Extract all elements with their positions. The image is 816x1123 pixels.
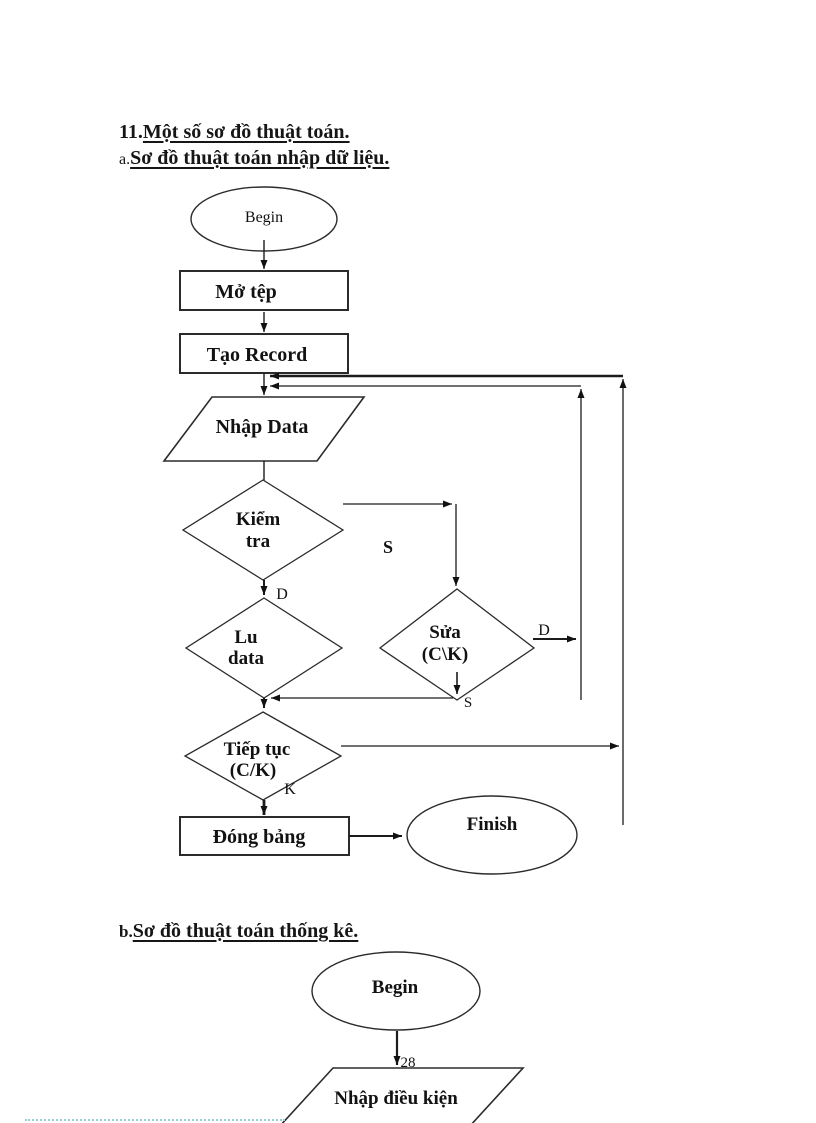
begin2-label: Begin <box>372 977 419 998</box>
page-number: 28 <box>401 1055 416 1071</box>
dong-bang-box <box>179 816 350 856</box>
subsection-a-prefix: a. <box>119 151 131 168</box>
begin2-ellipse <box>311 951 481 1031</box>
mo-tep-label: Mở tệp <box>215 281 277 303</box>
luu-data-diamond <box>184 597 344 699</box>
begin-label: Begin <box>245 209 283 226</box>
dotted-margin-line <box>25 1119 285 1121</box>
kiem-tra-label-line2: tra <box>246 531 271 552</box>
sua-diamond <box>378 588 536 701</box>
section-number: 11. <box>119 121 143 143</box>
subsection-b-heading: b.Sơ đồ thuật toán thống kê. <box>119 920 358 943</box>
kiem-tra-diamond <box>181 479 345 581</box>
nhap-data-parallelogram <box>162 396 366 462</box>
tao-record-box <box>179 333 349 374</box>
finish-ellipse <box>406 795 578 875</box>
label-k-tiep-tuc: K <box>284 781 296 798</box>
finish-label: Finish <box>467 814 518 835</box>
sua-label-line1: Sửa <box>429 622 461 643</box>
mo-tep-box <box>179 270 349 311</box>
nhap-dieu-kien-parallelogram <box>281 1067 525 1123</box>
label-s-sua: S <box>464 695 472 711</box>
tiep-tuc-label-line2: (C/K) <box>230 760 276 781</box>
label-d-kiem-tra: D <box>276 586 288 603</box>
flowchart-thong-ke: Begin 28 Nhập điều kiện <box>281 951 525 1123</box>
tiep-tuc-label-line1: Tiếp tục <box>224 739 291 760</box>
flowchart-nhap-du-lieu: Begin Mở tệp Tạo Record Nhập Data Kiểm t… <box>162 186 627 875</box>
subsection-b-title: Sơ đồ thuật toán thống kê. <box>132 920 359 942</box>
luu-data-label-line2: data <box>228 648 264 669</box>
dong-bang-label: Đóng bảng <box>213 826 306 848</box>
subsection-a-title: Sơ đồ thuật toán nhập dữ liệu. <box>130 147 390 169</box>
tao-record-label: Tạo Record <box>207 344 308 366</box>
subsection-b-prefix: b. <box>119 922 133 941</box>
label-s-kiem-tra: S <box>383 537 393 557</box>
luu-data-label-line1: Lu <box>234 627 258 648</box>
sua-label-line2: (C\K) <box>422 644 468 665</box>
section-heading: 11.Một số sơ đồ thuật toán. <box>119 121 350 144</box>
kiem-tra-label-line1: Kiểm <box>236 509 280 530</box>
nhap-dieu-kien-label: Nhập điều kiện <box>334 1088 458 1109</box>
nhap-data-label: Nhập Data <box>216 416 309 438</box>
subsection-a-heading: a.Sơ đồ thuật toán nhập dữ liệu. <box>119 147 389 170</box>
label-d-sua: D <box>538 622 550 639</box>
section-title: Một số sơ đồ thuật toán. <box>142 121 350 143</box>
